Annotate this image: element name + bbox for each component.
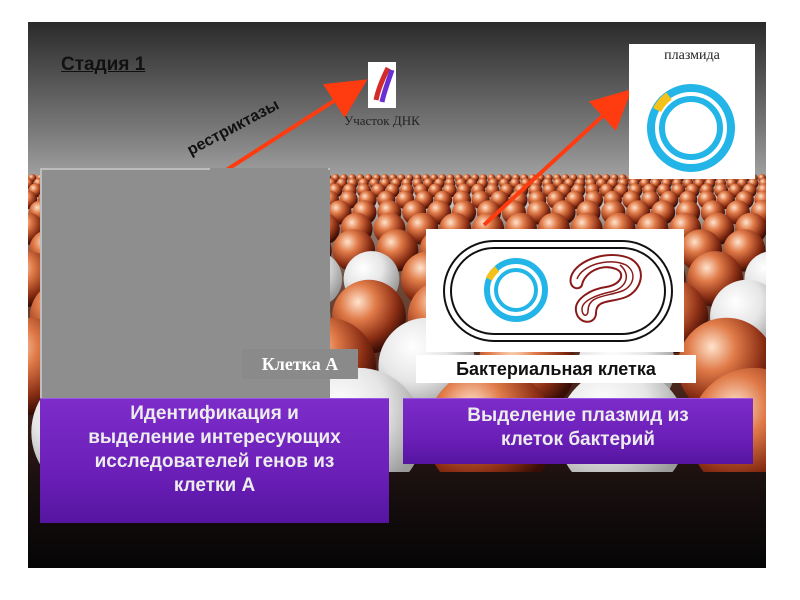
caption-line: клетки А [40,474,389,498]
dna-fragment-icon [368,62,396,108]
plasmid-arrow [484,100,620,225]
bacteria-label: Бактериальная клетка [416,355,696,383]
caption-line: выделение интересующих [40,426,389,450]
caption-line: клеток бактерий [403,428,753,452]
slide: Стадия 1 рестриктазы Участок ДНК плазмид… [28,22,766,568]
caption-cell-a: Идентификация и выделение интересующих и… [40,398,389,523]
caption-line: исследователей генов из [40,450,389,474]
caption-bacteria: Выделение плазмид из клеток бактерий [403,398,753,464]
cell-a-label: Клетка А [242,349,358,379]
dna-fragment-label: Участок ДНК [344,113,420,129]
caption-line: Идентификация и [40,402,389,426]
cell-a-box [40,168,330,420]
plasmid-ring-icon [629,44,755,179]
plasmid-panel: плазмида [629,44,755,179]
bacterium-diagram [426,229,684,352]
chromosome-icon [571,255,641,322]
bacteria-panel [426,229,684,352]
caption-line: Выделение плазмид из [403,404,753,428]
cell-a-tab [210,168,328,182]
